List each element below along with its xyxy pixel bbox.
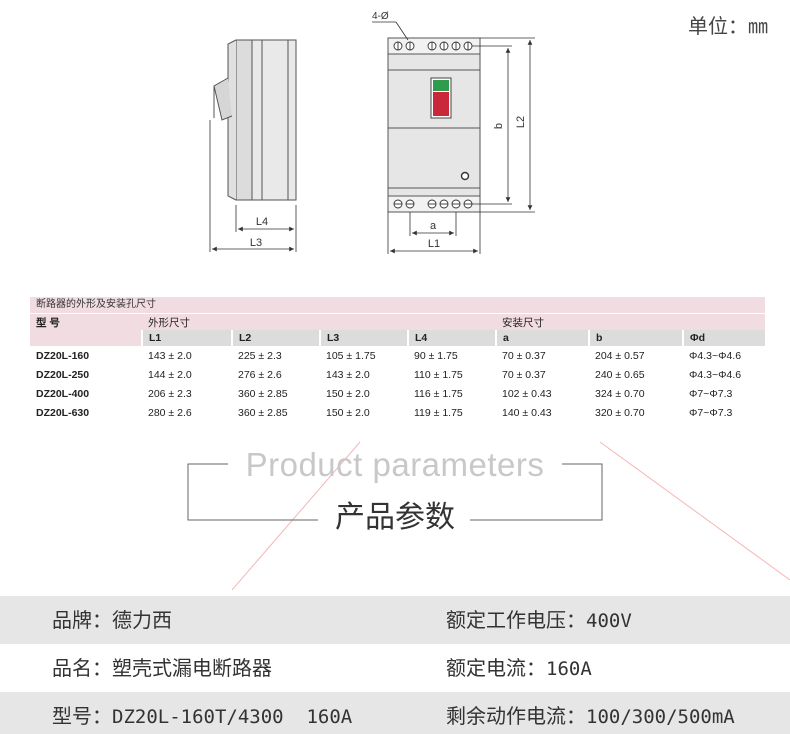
param-label: 额定电流：	[446, 656, 546, 680]
table-group-header: 型 号 外形尺寸 安装尺寸	[30, 314, 765, 330]
row-model: DZ20L-630	[36, 406, 90, 419]
section-title-en: Product parameters	[245, 446, 545, 483]
param-value: 400V	[586, 610, 632, 632]
table-row: DZ20L-630 280 ± 2.6 360 ± 2.85 150 ± 2.0…	[30, 403, 765, 422]
table-cell: 70 ± 0.37	[502, 368, 546, 381]
param-rated-voltage: 额定工作电压：400V	[446, 596, 632, 644]
param-value: 塑壳式漏电断路器	[112, 656, 272, 680]
table-cell: Φ4.3~Φ4.6	[689, 368, 742, 381]
param-brand: 品牌：德力西	[52, 596, 172, 644]
hole-label: 4-Ø	[372, 11, 389, 22]
param-value: 100/300/500mA	[586, 706, 735, 728]
table-cell: Φ7~Φ7.3	[689, 406, 733, 419]
table-cell: 119 ± 1.75	[414, 406, 463, 419]
sub-header: L3	[319, 330, 408, 346]
sub-header: L4	[407, 330, 496, 346]
table-cell: 70 ± 0.37	[502, 349, 546, 362]
param-product-name: 品名：塑壳式漏电断路器	[52, 644, 272, 692]
param-value: 德力西	[112, 608, 172, 632]
section-title-cn: 产品参数	[335, 500, 455, 535]
dim-l3-label: L3	[250, 237, 262, 249]
front-body	[387, 37, 481, 213]
table-cell: Φ7~Φ7.3	[689, 387, 733, 400]
param-residual-current: 剩余动作电流：100/300/500mA	[446, 692, 735, 734]
dim-b-label: b	[493, 123, 505, 129]
table-cell: 225 ± 2.3	[238, 349, 282, 362]
row-model: DZ20L-400	[36, 387, 90, 400]
param-row: 品牌：德力西 额定工作电压：400V	[0, 596, 790, 644]
group-mount-header: 安装尺寸	[496, 314, 765, 330]
table-cell: 240 ± 0.65	[595, 368, 645, 381]
table-cell: 102 ± 0.43	[502, 387, 552, 400]
param-rated-current: 额定电流：160A	[446, 644, 592, 692]
table-cell: 150 ± 2.0	[326, 387, 370, 400]
section-heading-frame	[187, 441, 790, 590]
table-cell: 150 ± 2.0	[326, 406, 370, 419]
param-row: 品名：塑壳式漏电断路器 额定电流：160A	[0, 644, 790, 692]
table-cell: 110 ± 1.75	[414, 368, 463, 381]
table-cell: 90 ± 1.75	[414, 349, 458, 362]
group-outline-header: 外形尺寸	[142, 314, 496, 330]
handle-red	[433, 92, 449, 116]
param-label: 额定工作电压：	[446, 608, 586, 632]
test-button	[460, 171, 470, 181]
table-cell: Φ4.3~Φ4.6	[689, 349, 742, 362]
table-cell: 206 ± 2.3	[148, 387, 192, 400]
dimension-table: 型 号 外形尺寸 安装尺寸 L1 L2 L3 L4 a b Φd DZ20L-1…	[30, 314, 765, 422]
param-row: 型号：DZ20L-160T/4300 160A 剩余动作电流：100/300/5…	[0, 692, 790, 734]
dim-l4-label: L4	[256, 216, 268, 228]
param-value: 160A	[546, 658, 592, 680]
breaker-dimension-drawing: L4 L3 4-Ø	[209, 11, 535, 254]
table-sub-header: L1 L2 L3 L4 a b Φd	[30, 330, 765, 346]
param-value: DZ20L-160T/4300 160A	[112, 706, 353, 728]
sub-header: a	[495, 330, 589, 346]
table-cell: 116 ± 1.75	[414, 387, 463, 400]
param-label: 剩余动作电流：	[446, 704, 586, 728]
param-label: 型号：	[52, 704, 112, 728]
front-view	[387, 37, 481, 213]
dim-l2-label: L2	[515, 116, 527, 128]
table-cell: 144 ± 2.0	[148, 368, 192, 381]
table-cell: 143 ± 2.0	[326, 368, 370, 381]
unit-label: 单位：㎜	[688, 14, 768, 38]
table-cell: 143 ± 2.0	[148, 349, 192, 362]
dim-l1-label: L1	[428, 238, 440, 250]
param-label: 品名：	[52, 656, 112, 680]
table-cell: 280 ± 2.6	[148, 406, 192, 419]
side-handle	[213, 77, 233, 121]
sub-header: L2	[231, 330, 320, 346]
sub-header: L1	[141, 330, 232, 346]
handle-green	[433, 80, 449, 91]
dim-a-label: a	[430, 220, 437, 232]
param-label: 品牌：	[52, 608, 112, 632]
row-model: DZ20L-250	[36, 368, 90, 381]
dimension-table-title: 断路器的外形及安装孔尺寸	[30, 297, 765, 313]
table-cell: 276 ± 2.6	[238, 368, 282, 381]
table-cell: 360 ± 2.85	[238, 406, 288, 419]
table-cell: 360 ± 2.85	[238, 387, 288, 400]
side-view	[213, 39, 297, 201]
table-row: DZ20L-400 206 ± 2.3 360 ± 2.85 150 ± 2.0…	[30, 384, 765, 403]
row-model: DZ20L-160	[36, 349, 90, 362]
table-cell: 140 ± 0.43	[502, 406, 552, 419]
table-cell: 105 ± 1.75	[326, 349, 376, 362]
table-cell: 204 ± 0.57	[595, 349, 645, 362]
param-model: 型号：DZ20L-160T/4300 160A	[52, 692, 352, 734]
table-row: DZ20L-160 143 ± 2.0 225 ± 2.3 105 ± 1.75…	[30, 346, 765, 365]
sub-header: b	[588, 330, 683, 346]
table-cell: 320 ± 0.70	[595, 406, 645, 419]
bottom-terminals	[393, 199, 473, 209]
table-cell: 324 ± 0.70	[595, 387, 645, 400]
col-model-header: 型 号	[30, 314, 142, 330]
table-row: DZ20L-250 144 ± 2.0 276 ± 2.6 143 ± 2.0 …	[30, 365, 765, 384]
sub-header: Φd	[682, 330, 765, 346]
